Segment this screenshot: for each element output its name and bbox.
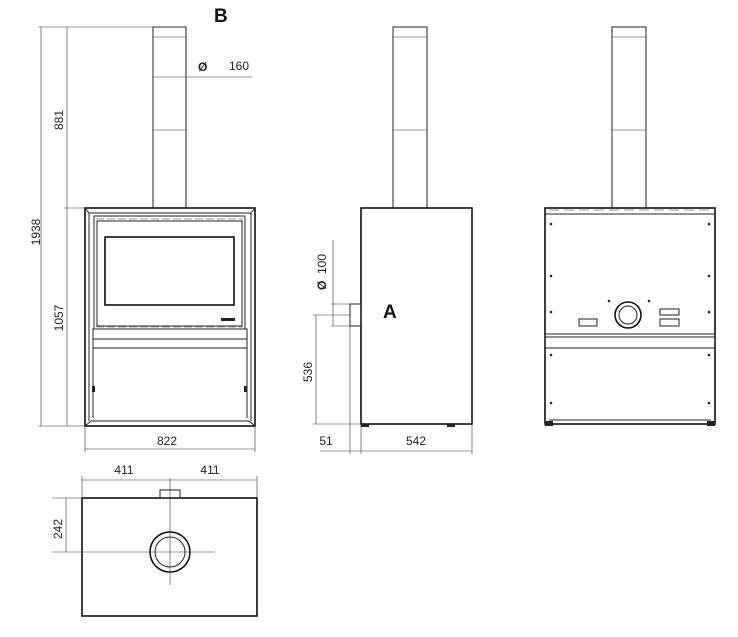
front-glass-window xyxy=(104,236,235,306)
dim-body-height: 1057 xyxy=(52,304,66,331)
top-stove-body xyxy=(81,497,258,617)
side-dimensions: Ø 100 536 51 542 xyxy=(301,240,473,454)
diameter-symbol-inlet: Ø xyxy=(315,281,329,290)
top-view: 411 411 242 xyxy=(51,463,258,617)
front-stove-body xyxy=(84,207,256,427)
diameter-symbol: Ø xyxy=(198,60,207,74)
front-flue-pipe xyxy=(152,26,187,209)
dim-flue-center-depth: 242 xyxy=(51,519,65,539)
front-view: B xyxy=(29,6,256,452)
flue-outlet-ring xyxy=(614,301,642,329)
front-dimensions: 1938 881 1057 822 Ø 160 xyxy=(29,26,256,452)
dim-air-inlet-diameter: 100 xyxy=(315,254,329,274)
dim-flue-height: 881 xyxy=(52,110,66,130)
back-flue-pipe xyxy=(611,26,647,209)
dim-inlet-offset: 51 xyxy=(319,434,333,448)
dim-half-width-right: 411 xyxy=(200,463,219,477)
back-stove-body xyxy=(544,207,716,426)
side-view: A Ø 100 536 51 542 xyxy=(301,26,473,454)
dim-width: 822 xyxy=(157,434,177,448)
dim-total-height: 1938 xyxy=(29,218,43,245)
side-flue-pipe xyxy=(392,26,428,209)
dim-depth: 542 xyxy=(406,434,426,448)
view-label-a: A xyxy=(383,302,397,323)
dim-air-inlet-height: 536 xyxy=(301,362,315,382)
view-label-b: B xyxy=(214,6,228,27)
side-stove-body xyxy=(360,207,473,425)
air-inlet-stub xyxy=(349,303,362,327)
back-view xyxy=(544,26,716,426)
dim-half-width-left: 411 xyxy=(114,463,133,477)
dim-flue-diameter: 160 xyxy=(229,59,249,73)
